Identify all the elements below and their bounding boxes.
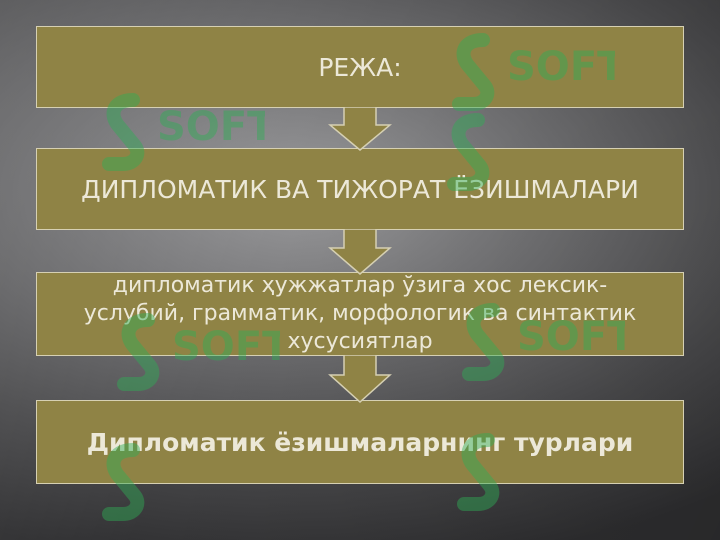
down-arrow-1 bbox=[328, 107, 392, 151]
step-text-features: дипломатик ҳужжатлар ўзига хос лексик-ус… bbox=[83, 273, 637, 354]
step-box-types: Дипломатик ёзишмаларнинг турлари bbox=[36, 400, 684, 484]
step-text-types: Дипломатик ёзишмаларнинг турлари bbox=[86, 427, 634, 457]
step-box-title: ДИПЛОМАТИК ВА ТИЖОРАТ ЁЗИШМАЛАРИ bbox=[36, 148, 684, 230]
down-arrow-2 bbox=[328, 229, 392, 275]
step-text-title: ДИПЛОМАТИК ВА ТИЖОРАТ ЁЗИШМАЛАРИ bbox=[81, 174, 639, 204]
step-text-plan: РЕЖА: bbox=[318, 52, 402, 82]
down-arrow-3 bbox=[328, 355, 392, 403]
step-box-features: дипломатик ҳужжатлар ўзига хос лексик-ус… bbox=[36, 272, 684, 356]
step-box-plan: РЕЖА: bbox=[36, 26, 684, 108]
